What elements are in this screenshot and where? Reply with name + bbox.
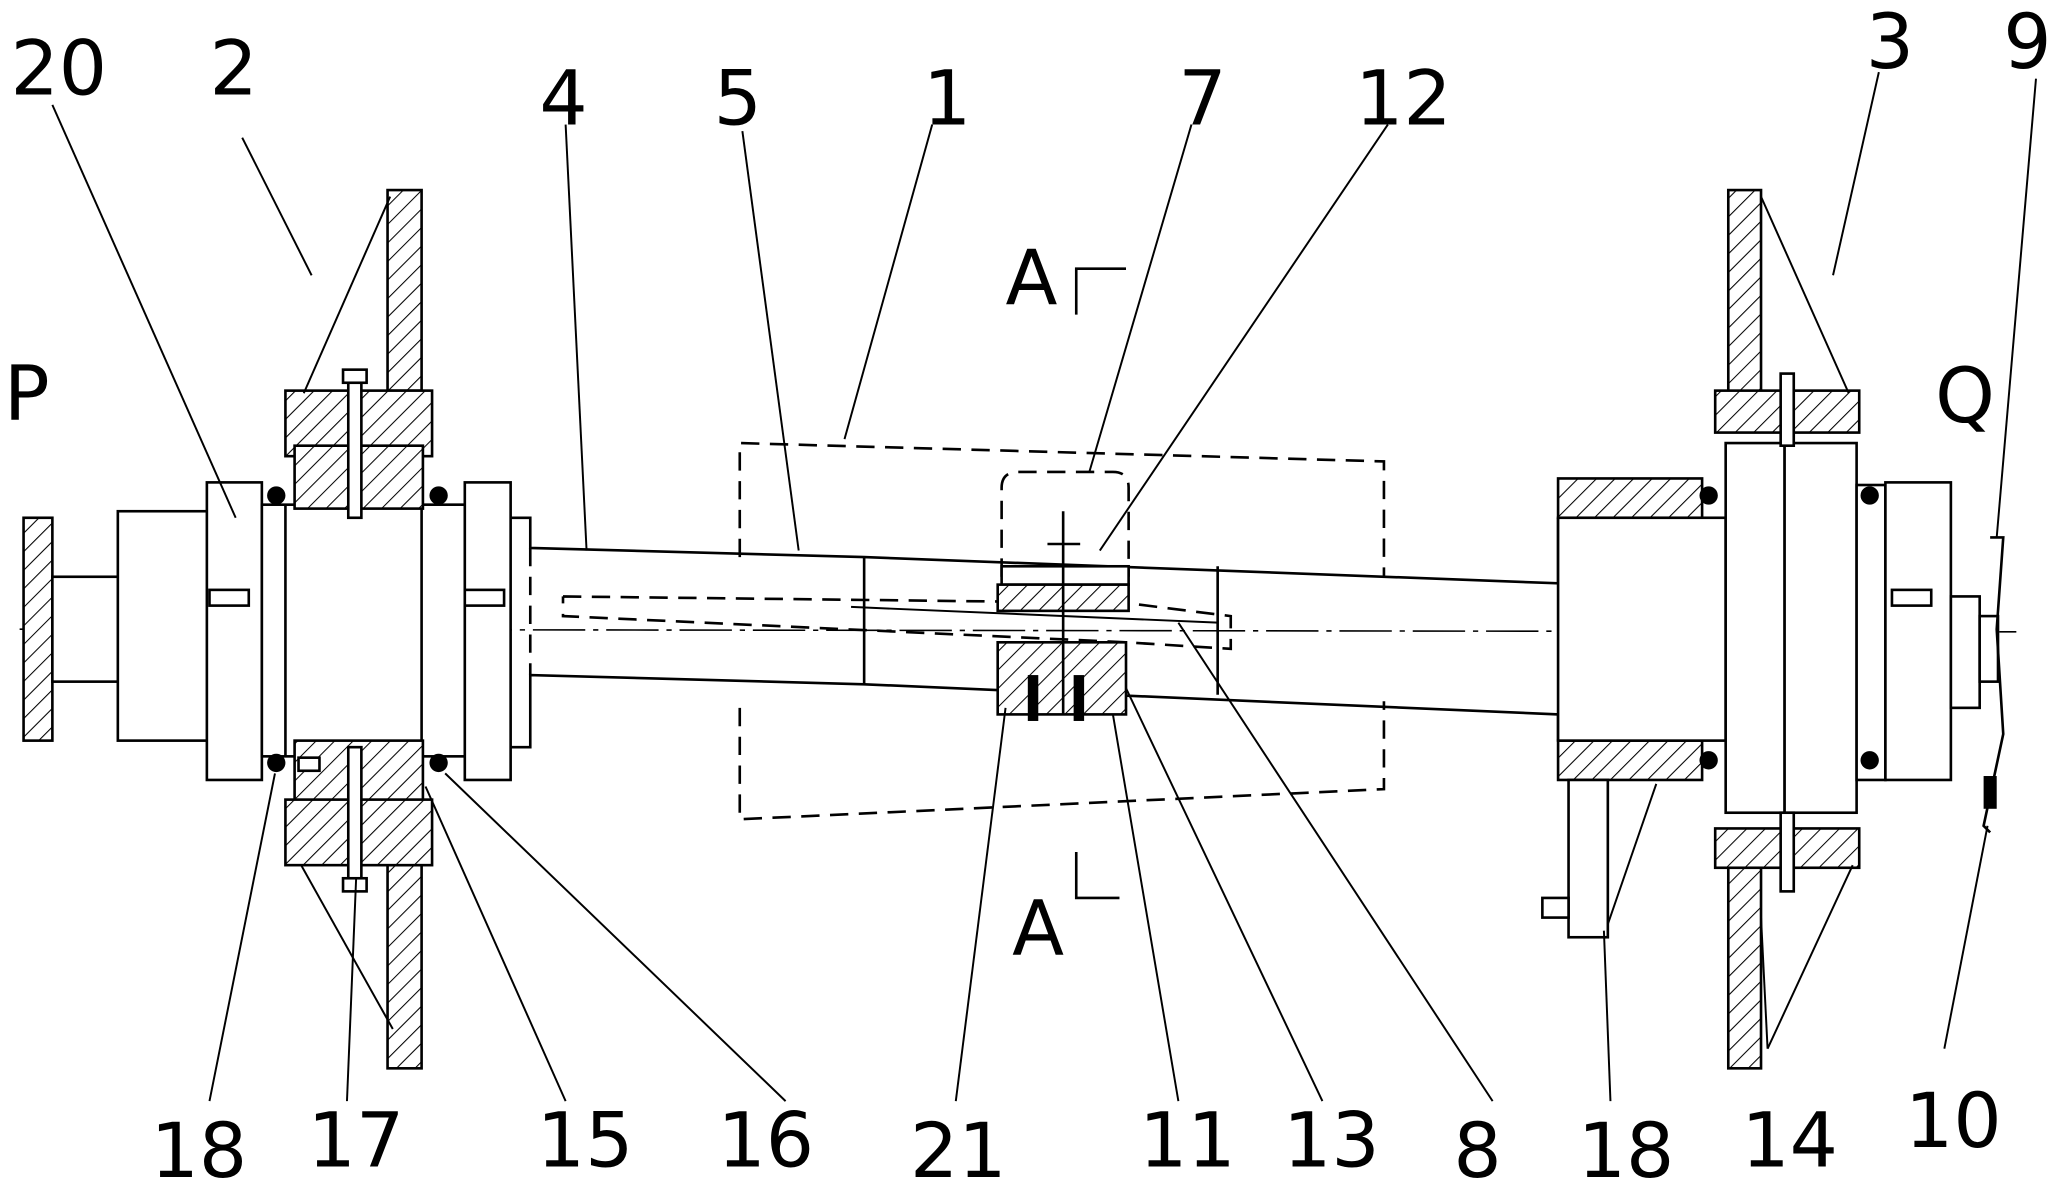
right-end-assembly xyxy=(1542,190,2003,1068)
section-mark-bottom: A xyxy=(1012,852,1119,972)
left-wheel-plate xyxy=(388,190,422,391)
label-21: 21 xyxy=(910,1106,1007,1185)
label-15: 15 xyxy=(537,1096,634,1185)
label-9: 9 xyxy=(2003,0,2051,86)
label-18-right: 18 xyxy=(1578,1106,1675,1185)
central-coupling xyxy=(998,472,1129,721)
label-10: 10 xyxy=(1905,1076,2002,1165)
label-4: 4 xyxy=(539,53,587,142)
label-7: 7 xyxy=(1178,53,1226,142)
label-p: P xyxy=(4,348,50,437)
label-1: 1 xyxy=(923,53,971,142)
label-8: 8 xyxy=(1453,1106,1501,1185)
label-12: 12 xyxy=(1355,53,1452,142)
label-20: 20 xyxy=(10,23,107,112)
label-14: 14 xyxy=(1741,1096,1838,1185)
label-q: Q xyxy=(1935,351,1995,440)
label-2: 2 xyxy=(209,23,257,112)
label-11: 11 xyxy=(1139,1096,1236,1185)
label-16: 16 xyxy=(718,1096,815,1185)
label-17: 17 xyxy=(308,1096,405,1185)
label-3: 3 xyxy=(1866,0,1914,86)
housing-outline xyxy=(740,701,1384,819)
label-13: 13 xyxy=(1283,1096,1380,1185)
section-mark-top: A xyxy=(1006,233,1126,322)
label-18-left: 18 xyxy=(151,1106,248,1185)
label-5: 5 xyxy=(714,53,762,142)
right-wheel-plate xyxy=(1728,190,1761,393)
left-end-assembly xyxy=(24,190,511,1068)
section-label-a-bottom: A xyxy=(1012,883,1064,972)
section-label-a-top: A xyxy=(1006,233,1058,322)
